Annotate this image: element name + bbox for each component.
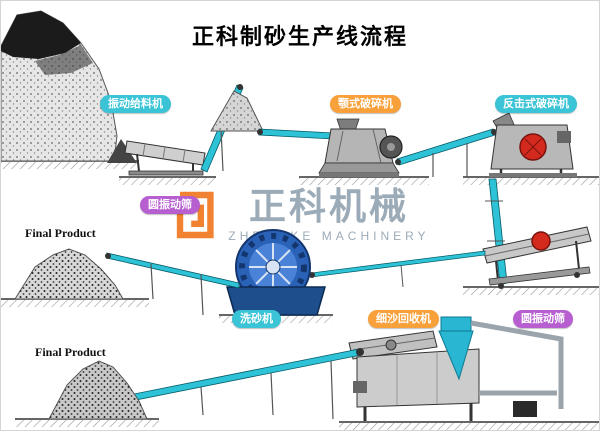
bottom-conveyor-to-final-product (127, 348, 364, 420)
surge-pile (210, 90, 264, 132)
conveyor-to-final-product-left (105, 252, 240, 316)
brand-logo-icon (176, 191, 214, 239)
quarry-rock-pile (1, 10, 137, 163)
sand-washer-machine (226, 229, 326, 316)
label-final-product-bottom: Final Product (35, 345, 106, 359)
fine-sand-recycler-machine (348, 316, 564, 421)
label-impact-crusher: 反击式破碎机 (495, 95, 577, 113)
label-vibrating-feeder: 振动给料机 (100, 95, 171, 113)
final-product-pile-left (14, 248, 124, 300)
label-circular-screen-left: 圆振动筛 (140, 196, 200, 214)
return-conveyor-to-washer (309, 250, 486, 288)
label-sand-washer: 洗砂机 (232, 310, 281, 328)
page-title: 正科制砂生产线流程 (191, 24, 408, 49)
label-final-product-left: Final Product (25, 226, 96, 240)
brand-name-cn: 正科机械 (248, 185, 409, 227)
conveyor-to-jaw-crusher (257, 128, 334, 140)
label-jaw-crusher: 颚式破碎机 (330, 95, 401, 113)
label-circular-screen-right: 圆振动筛 (513, 310, 573, 328)
conveyor-to-impact-crusher (395, 128, 497, 177)
label-fine-sand-recycler: 细沙回收机 (368, 310, 439, 328)
vibrating-feeder-machine (124, 140, 206, 176)
circular-vibrating-screen-machine (482, 226, 592, 289)
final-product-pile-bottom (48, 360, 148, 420)
jaw-crusher-machine (318, 118, 403, 177)
impact-crusher-machine (489, 112, 577, 177)
